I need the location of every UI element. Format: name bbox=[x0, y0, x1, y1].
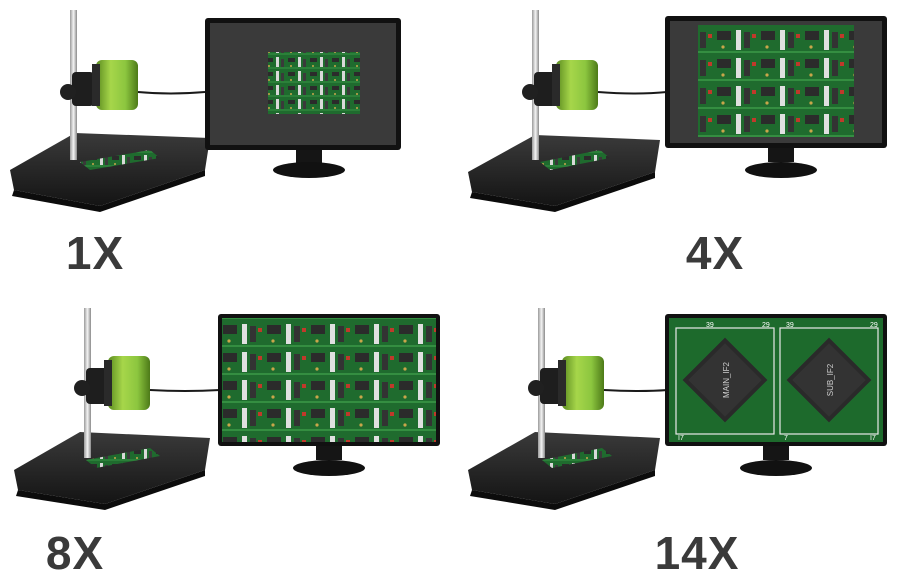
chip-sub bbox=[786, 337, 872, 423]
microscope-base bbox=[468, 432, 660, 510]
magnification-label-4x: 4X bbox=[685, 227, 745, 279]
magnification-label-1x: 1X bbox=[65, 227, 125, 279]
magnification-label-14x: 14X bbox=[654, 527, 740, 579]
corner-mark: I7 bbox=[870, 435, 876, 442]
corner-mark: I7 bbox=[678, 435, 684, 442]
camera-head bbox=[528, 356, 604, 410]
microscope-scene-1x bbox=[10, 10, 401, 212]
cable bbox=[137, 91, 206, 95]
microscope-scene-14x: MAIN_IF2 SUB_IF2 39 29 39 29 I7 7 I7 bbox=[468, 308, 887, 510]
chip-main-label: MAIN_IF2 bbox=[722, 361, 731, 398]
screen-pcb-4x bbox=[698, 25, 854, 137]
cable bbox=[597, 91, 668, 95]
camera-head bbox=[60, 60, 138, 110]
monitor: MAIN_IF2 SUB_IF2 39 29 39 29 I7 7 I7 bbox=[665, 314, 887, 476]
panel-8x: 8X bbox=[0, 294, 450, 588]
panel-4x: 4X bbox=[450, 0, 900, 294]
corner-mark: 39 bbox=[706, 322, 714, 329]
microscope-scene-4x bbox=[468, 10, 887, 212]
microscope-base bbox=[10, 133, 210, 212]
microscope-scene-8x bbox=[14, 308, 440, 510]
magnification-label-8x: 8X bbox=[45, 527, 105, 579]
camera-head bbox=[522, 60, 598, 110]
chip-main bbox=[682, 337, 768, 423]
microscope-base bbox=[14, 432, 210, 510]
monitor bbox=[218, 314, 440, 476]
corner-mark: 29 bbox=[762, 322, 770, 329]
corner-mark: 7 bbox=[784, 435, 788, 442]
monitor bbox=[205, 18, 401, 178]
screen-pcb-1x bbox=[268, 52, 360, 114]
corner-mark: 39 bbox=[786, 322, 794, 329]
corner-mark: 29 bbox=[870, 322, 878, 329]
cable bbox=[149, 389, 221, 392]
panel-14x: MAIN_IF2 SUB_IF2 39 29 39 29 I7 7 I7 14X bbox=[450, 294, 900, 588]
camera-head bbox=[74, 356, 150, 410]
screen-pcb-8x bbox=[222, 318, 436, 442]
chip-sub-label: SUB_IF2 bbox=[826, 363, 835, 396]
cable bbox=[603, 389, 669, 392]
microscope-base bbox=[468, 135, 660, 212]
monitor bbox=[665, 16, 887, 178]
panel-1x: 1X bbox=[0, 0, 450, 294]
